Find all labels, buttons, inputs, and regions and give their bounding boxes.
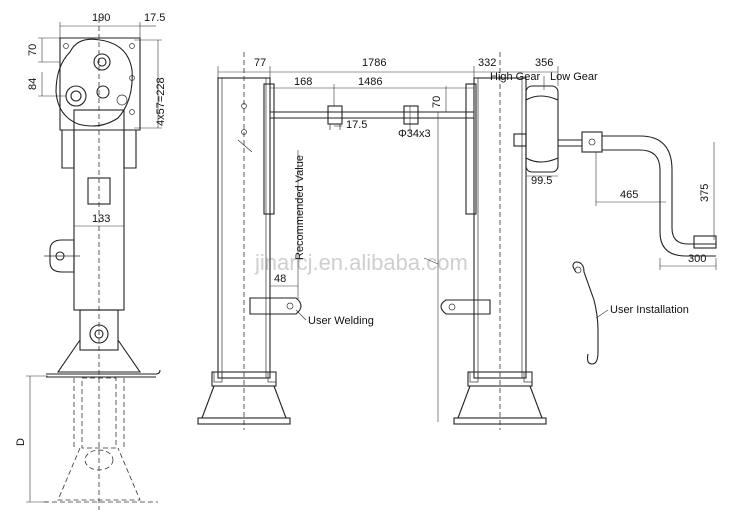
dim-70-left: 70 xyxy=(27,44,39,56)
dim-375: 375 xyxy=(699,184,711,202)
gear-shaft-lower-right xyxy=(96,85,110,99)
front-view: Recommended Value 48 User Welding 77 178… xyxy=(197,52,717,430)
dim-1786: 1786 xyxy=(362,57,386,69)
dim-332: 332 xyxy=(478,57,496,69)
watermark: jinarcj.en.alibaba.com xyxy=(254,250,468,275)
dim-84: 84 xyxy=(27,78,39,90)
dim-48: 48 xyxy=(274,273,286,285)
dim-1486: 1486 xyxy=(358,76,382,88)
crank-grip xyxy=(693,235,717,249)
gearbox-body xyxy=(525,85,559,173)
left-mount-plate xyxy=(263,83,275,215)
shaft-coupling-left xyxy=(327,105,343,125)
dim-77: 77 xyxy=(254,57,266,69)
shaft-coupling-right xyxy=(403,105,419,125)
dim-133: 133 xyxy=(92,213,110,225)
right-mount-plate xyxy=(465,83,477,215)
dim-D: D xyxy=(15,438,27,446)
left-welding-plate xyxy=(249,297,302,315)
dim-168: 168 xyxy=(294,76,312,88)
dim-70-mid: 70 xyxy=(431,96,443,108)
dim-17-5-top: 17.5 xyxy=(144,12,165,24)
right-welding-plate xyxy=(440,299,491,315)
dim-17-5-mid: 17.5 xyxy=(346,119,367,131)
crank-handle xyxy=(602,135,716,245)
low-gear-label: Low Gear xyxy=(550,71,598,83)
dim-99-5: 99.5 xyxy=(531,175,552,187)
side-view: 190 17.5 70 84 4x57=228 133 D xyxy=(15,12,167,510)
high-gear-label: High Gear xyxy=(490,71,540,83)
gear-shaft-lower-left xyxy=(65,85,87,107)
dim-300: 300 xyxy=(688,253,706,265)
crank-coupling xyxy=(581,131,603,153)
dim-190: 190 xyxy=(92,12,110,24)
dim-465: 465 xyxy=(620,189,638,201)
user-welding-label: User Welding xyxy=(308,315,374,327)
gear-shaft-upper xyxy=(93,53,111,71)
dim-4x57: 4x57=228 xyxy=(155,77,167,126)
dim-356: 356 xyxy=(535,57,553,69)
user-installation-label: User Installation xyxy=(610,304,689,316)
recommended-value-label: Recommended Value xyxy=(294,155,306,260)
gearbox-housing xyxy=(59,37,141,131)
mounting-lug xyxy=(49,239,75,273)
dim-phi34: Φ34x3 xyxy=(398,128,431,140)
installation-hook xyxy=(572,261,599,365)
gearbox-cover xyxy=(55,38,133,127)
